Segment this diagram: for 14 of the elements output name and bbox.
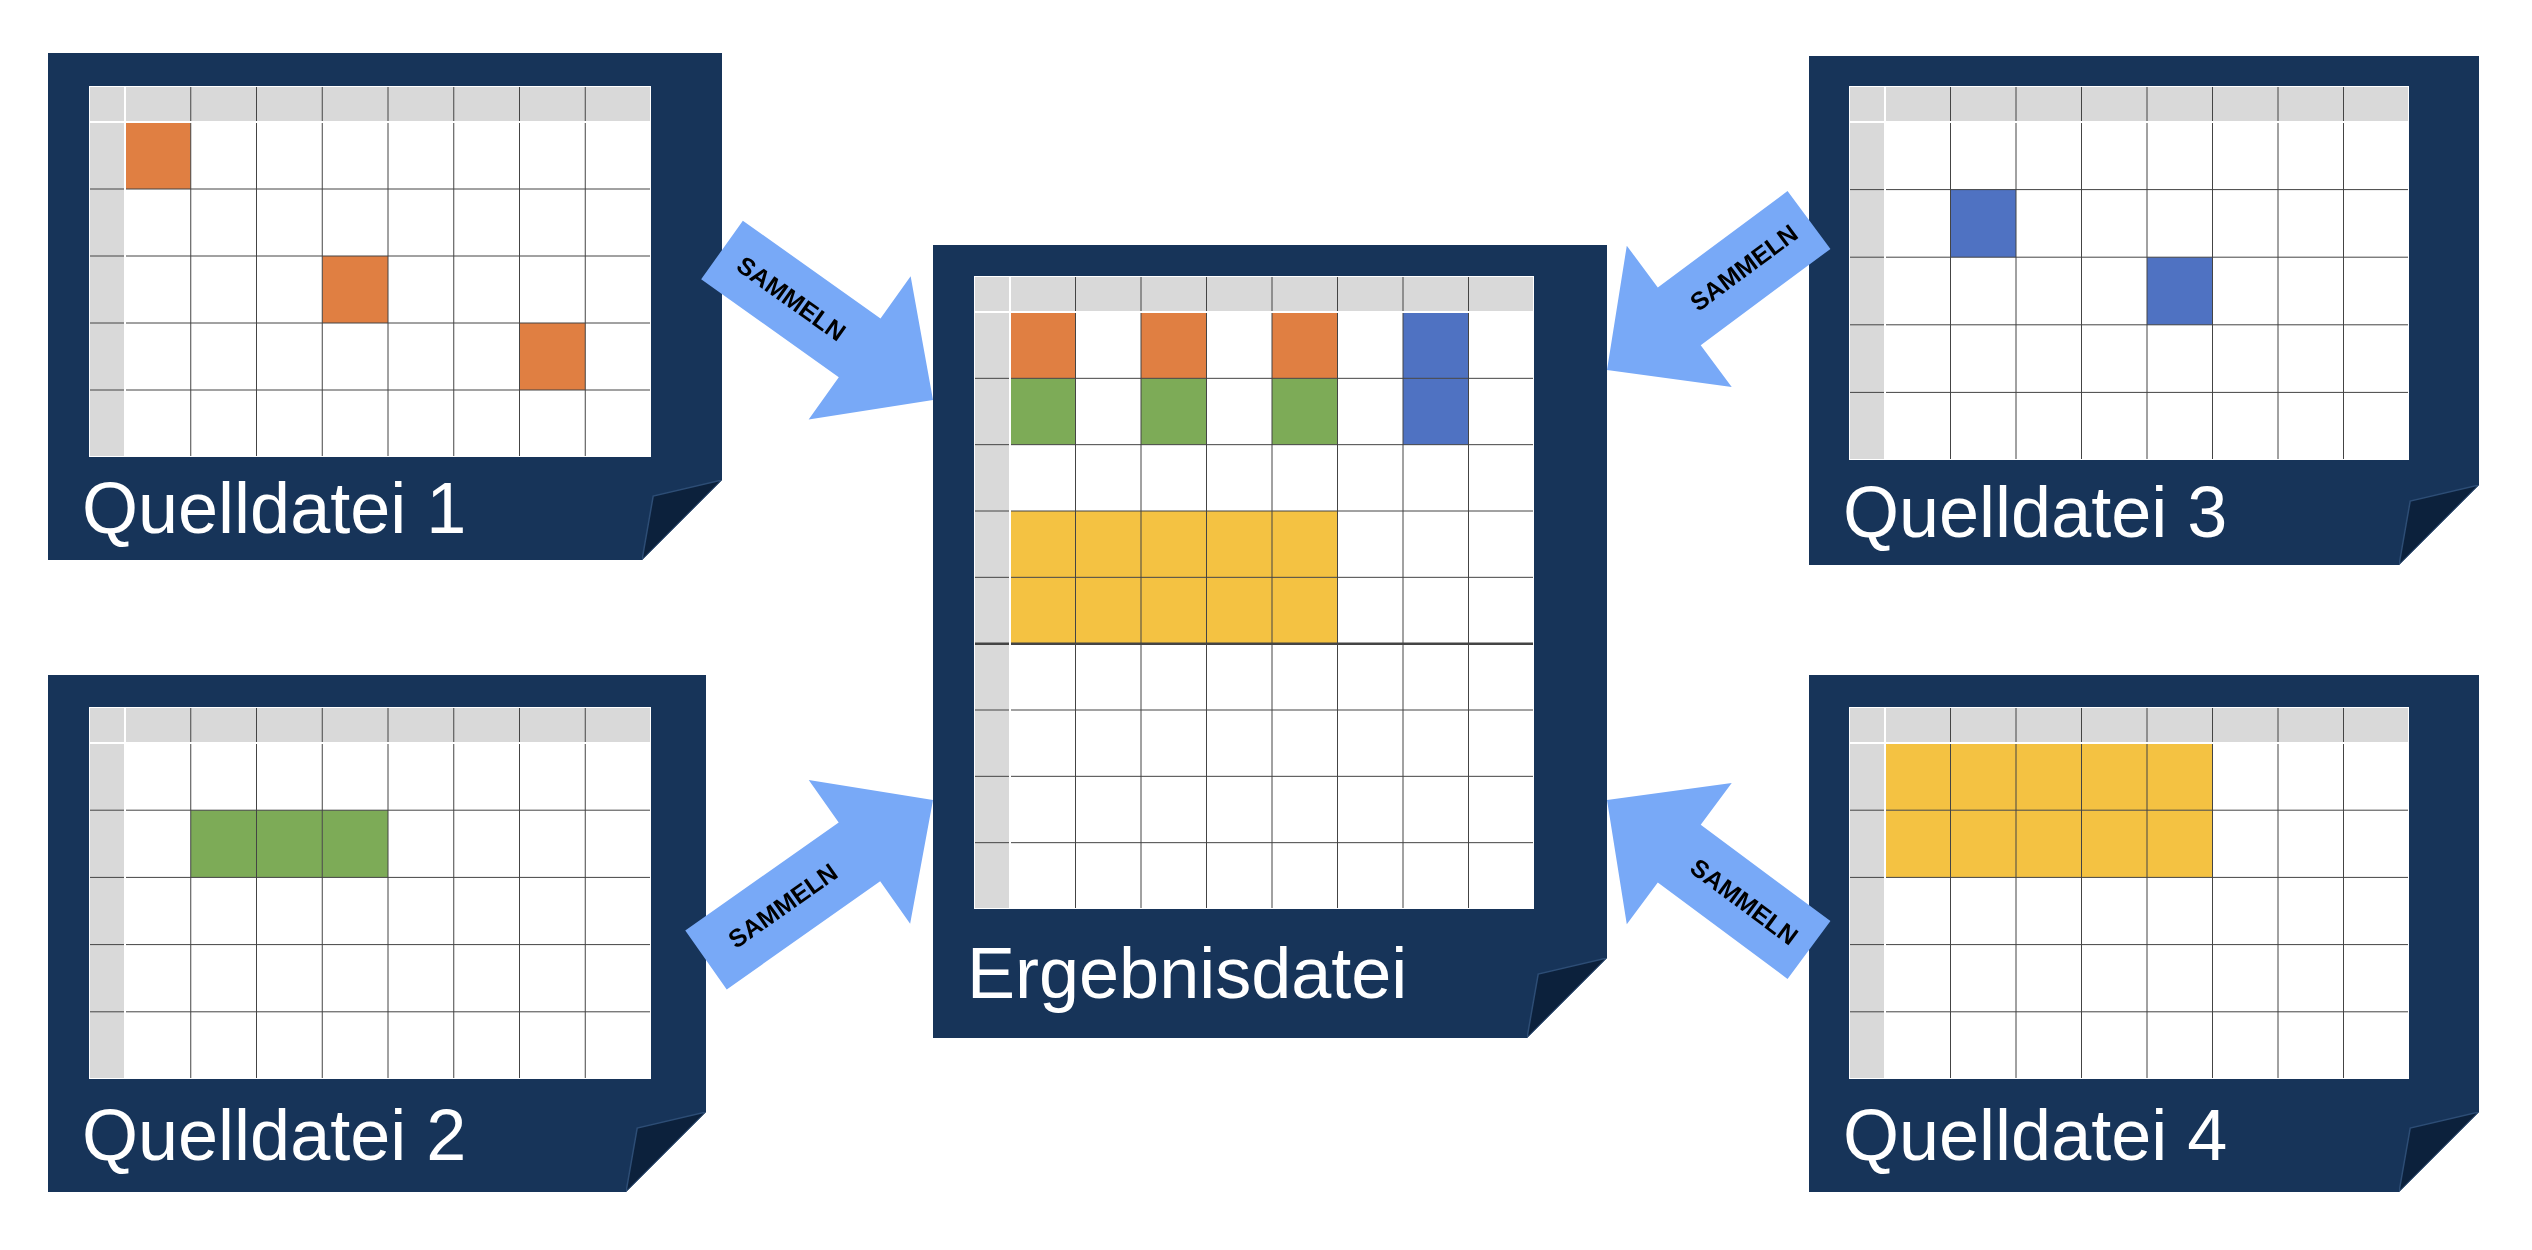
arrow xyxy=(1607,191,1831,387)
file-title: Ergebnisdatei xyxy=(967,933,1408,1013)
file-card xyxy=(933,245,1607,1038)
arrow xyxy=(701,220,933,420)
file-title: Quelldatei 3 xyxy=(1843,472,2228,552)
file-card xyxy=(1809,675,2479,1192)
file-card xyxy=(48,675,706,1192)
arrow xyxy=(685,779,933,990)
arrow xyxy=(1607,783,1831,979)
file-card xyxy=(1809,56,2479,565)
file-title: Quelldatei 1 xyxy=(82,468,467,548)
file-title: Quelldatei 4 xyxy=(1843,1095,2228,1175)
file-title: Quelldatei 2 xyxy=(82,1095,467,1175)
file-card xyxy=(48,53,722,560)
